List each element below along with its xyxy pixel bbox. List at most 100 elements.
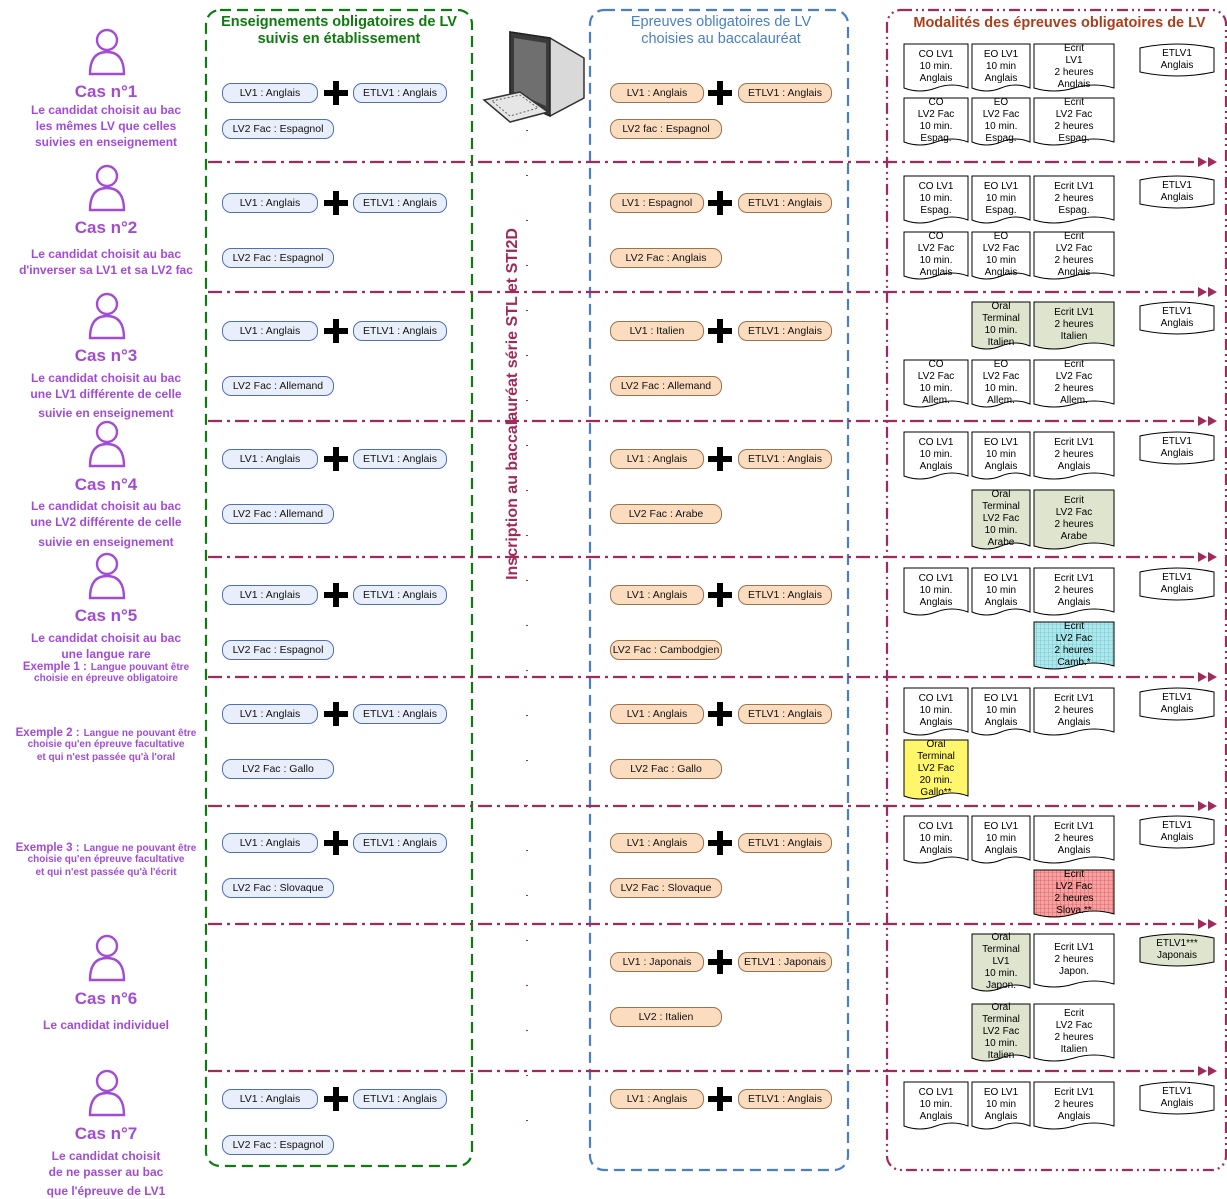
case-description: Le candidat individuel bbox=[42, 1018, 170, 1032]
pill-ep-etlv1: ETLV1 : Anglais bbox=[738, 704, 832, 724]
frame-epreuves bbox=[588, 8, 850, 1172]
pill-ens-lv1: LV1 : Anglais bbox=[222, 1089, 318, 1109]
exam-box: Oral Terminal LV2 Fac 20 min. Gallo** bbox=[917, 738, 955, 799]
arrow-icon bbox=[1198, 801, 1217, 811]
example-text: choisie en épreuve obligatoire bbox=[34, 673, 178, 684]
document-shape bbox=[1033, 567, 1115, 616]
pill-ep-etlv1: ETLV1 : Anglais bbox=[738, 585, 832, 605]
plus-icon bbox=[324, 319, 348, 343]
document-shape bbox=[903, 359, 969, 408]
document-shape bbox=[1139, 933, 1215, 967]
plus-icon bbox=[324, 702, 348, 726]
pill-ep-etlv1: ETLV1 : Anglais bbox=[738, 193, 832, 213]
example-text: et qui n'est passée qu'à l'écrit bbox=[35, 867, 177, 878]
frame-modalites bbox=[885, 8, 1227, 1172]
arrow-icon bbox=[1198, 416, 1217, 426]
example-label: Exemple 1 : bbox=[22, 661, 87, 673]
pill-ep-lv1: LV1 : Anglais bbox=[610, 1089, 704, 1109]
pill-ep-lv2: LV2 Fac : Gallo bbox=[610, 759, 722, 779]
document-shape bbox=[903, 815, 969, 864]
document-shape bbox=[971, 231, 1031, 280]
pill-ens-etlv1: ETLV1 : Anglais bbox=[353, 833, 447, 853]
document-shape bbox=[1139, 687, 1215, 721]
pill-ep-lv1: LV1 : Anglais bbox=[610, 585, 704, 605]
exam-box: ETLV1 Anglais bbox=[1160, 435, 1194, 459]
document-shape bbox=[971, 359, 1031, 408]
exam-box: EO LV1 10 min Anglais bbox=[983, 48, 1019, 85]
exam-box: CO LV1 10 min. Anglais bbox=[918, 692, 954, 729]
document-shape bbox=[971, 1081, 1031, 1130]
document-shape bbox=[971, 815, 1031, 864]
case-description: d'inverser sa LV1 et sa LV2 fac bbox=[19, 263, 193, 277]
exam-box: ETLV1 Anglais bbox=[1160, 1085, 1194, 1109]
exam-box: CO LV1 10 min. Anglais bbox=[918, 1086, 954, 1123]
exam-box: Ecrit LV1 2 heures Anglais bbox=[1054, 436, 1094, 473]
exam-box: EO LV2 Fac 10 min. Espag. bbox=[982, 96, 1020, 145]
document-shape bbox=[1033, 175, 1115, 224]
document-shape bbox=[971, 567, 1031, 616]
example-block: Exemple 3 :Langue ne pouvant être bbox=[6, 842, 206, 855]
example-label: Exemple 3 : bbox=[15, 842, 80, 854]
exam-box: Ecrit LV1 2 heures Japon. bbox=[1054, 941, 1094, 978]
exam-box: EO LV2 Fac 10 min Anglais bbox=[982, 230, 1020, 279]
document-shape bbox=[971, 687, 1031, 736]
pill-ep-lv1: LV1 : Japonais bbox=[610, 952, 704, 972]
exam-box: Oral Terminal 10 min. Italien bbox=[982, 300, 1020, 349]
exam-box: Oral Terminal LV2 Fac 10 min. Arabe bbox=[982, 488, 1020, 549]
exam-box: CO LV1 10 min. Espag. bbox=[918, 180, 954, 217]
pill-ep-etlv1: ETLV1 : Anglais bbox=[738, 833, 832, 853]
document-shape bbox=[1033, 97, 1115, 146]
plus-icon bbox=[708, 447, 732, 471]
case-description: suivie en enseignement bbox=[38, 406, 174, 420]
document-shape bbox=[903, 175, 969, 224]
pill-ep-lv1: LV1 : Italien bbox=[610, 321, 704, 341]
document-shape bbox=[1033, 1081, 1115, 1130]
pill-ens-etlv1: ETLV1 : Anglais bbox=[353, 321, 447, 341]
document-shape bbox=[971, 43, 1031, 92]
pill-ep-lv2: LV2 Fac : Slovaque bbox=[610, 878, 722, 898]
plus-icon bbox=[324, 191, 348, 215]
plus-icon bbox=[324, 447, 348, 471]
pill-ens-lv1: LV1 : Anglais bbox=[222, 585, 318, 605]
example-text: Langue ne pouvant être bbox=[83, 728, 197, 739]
document-shape bbox=[1033, 869, 1115, 918]
document-shape bbox=[1139, 175, 1215, 209]
plus-icon bbox=[708, 831, 732, 855]
document-shape bbox=[1139, 43, 1215, 77]
arrow-icon bbox=[1198, 1066, 1217, 1076]
pill-ens-etlv1: ETLV1 : Anglais bbox=[353, 193, 447, 213]
document-shape bbox=[903, 97, 969, 146]
pill-ens-lv2: LV2 Fac : Espagnol bbox=[222, 1135, 334, 1155]
pill-ep-lv1: LV1 : Anglais bbox=[610, 833, 704, 853]
pill-ep-etlv1: ETLV1 : Anglais bbox=[738, 321, 832, 341]
pill-ep-lv1: LV1 : Anglais bbox=[610, 704, 704, 724]
exam-box: ETLV1 Anglais bbox=[1160, 571, 1194, 595]
exam-box: Ecrit LV1 2 heures Anglais bbox=[1054, 820, 1094, 857]
case-description: Le candidat choisit au bac bbox=[30, 247, 182, 261]
exam-box: Oral Terminal LV2 Fac 10 min. Italien bbox=[982, 1001, 1020, 1062]
document-shape bbox=[1139, 815, 1215, 849]
document-shape bbox=[1139, 431, 1215, 465]
pill-ens-lv1: LV1 : Anglais bbox=[222, 83, 318, 103]
exam-box: EO LV1 10 min Anglais bbox=[983, 572, 1019, 609]
example-block: Exemple 2 :Langue ne pouvant être bbox=[6, 727, 206, 740]
document-shape bbox=[1033, 687, 1115, 736]
exam-box: EO LV1 10 min Anglais bbox=[983, 436, 1019, 473]
exam-box: ETLV1 Anglais bbox=[1160, 179, 1194, 203]
exam-box: Ecrit LV1 2 heures Anglais bbox=[1054, 692, 1094, 729]
document-shape bbox=[1033, 431, 1115, 480]
pill-ep-lv2: LV2 : Italien bbox=[610, 1007, 722, 1027]
case-description: suivies en enseignement bbox=[34, 135, 178, 149]
exam-box: EO LV1 10 min Anglais bbox=[983, 1086, 1019, 1123]
pill-ens-etlv1: ETLV1 : Anglais bbox=[353, 83, 447, 103]
pill-ens-lv2: LV2 Fac : Espagnol bbox=[222, 119, 334, 139]
document-shape bbox=[903, 739, 969, 800]
plus-icon bbox=[324, 81, 348, 105]
header-epreuves: Epreuves obligatoires de LV choisies au … bbox=[630, 14, 812, 47]
example-text: choisie qu'en épreuve facultative bbox=[27, 854, 185, 865]
case-title: Cas n°7 bbox=[74, 1124, 138, 1143]
case-title: Cas n°5 bbox=[74, 606, 138, 625]
pill-ens-etlv1: ETLV1 : Anglais bbox=[353, 1089, 447, 1109]
exam-box: Ecrit LV2 Fac 2 heures Arabe bbox=[1054, 494, 1094, 543]
exam-box: ETLV1 Anglais bbox=[1160, 819, 1194, 843]
